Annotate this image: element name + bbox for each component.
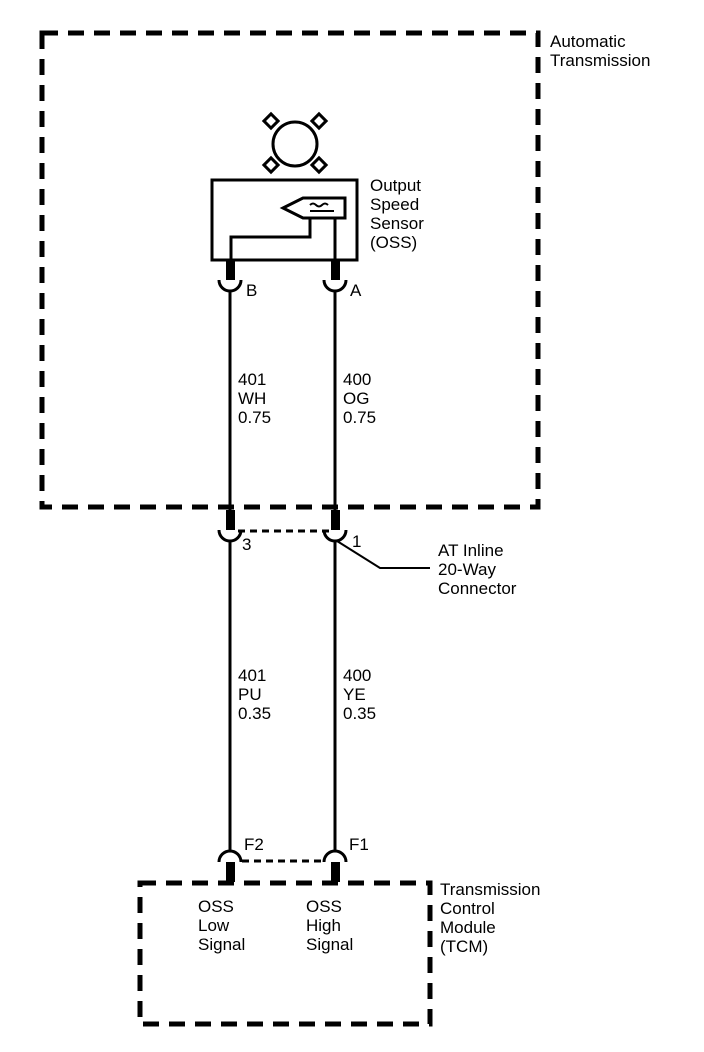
sensor-element-icon xyxy=(229,196,347,260)
inline-cup-3 xyxy=(217,529,243,543)
tcm-high-signal-2: High xyxy=(306,916,341,935)
automatic-transmission-label-1: Automatic xyxy=(550,32,626,51)
inline-connector-label-3: Connector xyxy=(438,579,517,598)
tcm-high-signal-3: Signal xyxy=(306,935,353,954)
tcm-cup-f1 xyxy=(322,849,348,863)
tcm-pin-f2-label: F2 xyxy=(244,835,264,854)
oss-label-3: Sensor xyxy=(370,214,424,233)
oss-sensor-box xyxy=(210,178,359,262)
wire-400-upper-color: OG xyxy=(343,389,369,408)
inline-connector-leader xyxy=(336,540,430,569)
automatic-transmission-label-2: Transmission xyxy=(550,51,650,70)
wire-400-upper-circuit: 400 xyxy=(343,370,371,389)
inline-cup-1 xyxy=(322,529,348,543)
inline-connector-label-2: 20-Way xyxy=(438,560,496,579)
wire-400-lower-circuit: 400 xyxy=(343,666,371,685)
tcm-low-signal-2: Low xyxy=(198,916,230,935)
tcm-terminal-f2 xyxy=(226,862,235,882)
tcm-boundary xyxy=(137,880,433,1027)
tcm-pin-f1-label: F1 xyxy=(349,835,369,854)
tcm-low-signal-3: Signal xyxy=(198,935,245,954)
tcm-label-1: Transmission xyxy=(440,880,540,899)
connector-cup-a xyxy=(322,279,348,293)
wire-401-upper-gauge: 0.75 xyxy=(238,408,271,427)
inline-terminal-1 xyxy=(331,510,340,530)
tcm-label-3: Module xyxy=(440,918,496,937)
oss-label-1: Output xyxy=(370,176,421,195)
inline-pin-1-label: 1 xyxy=(352,532,361,551)
oss-label-4: (OSS) xyxy=(370,233,417,252)
inline-connector-label-1: AT Inline xyxy=(438,541,504,560)
wire-401-lower-color: PU xyxy=(238,685,262,704)
wire-401-lower-circuit: 401 xyxy=(238,666,266,685)
tcm-terminal-f1 xyxy=(331,862,340,882)
inline-terminal-3 xyxy=(226,510,235,530)
pin-b-label: B xyxy=(246,281,257,300)
wire-400-upper-gauge: 0.75 xyxy=(343,408,376,427)
wire-400-lower-color: YE xyxy=(343,685,366,704)
wire-401-upper-circuit: 401 xyxy=(238,370,266,389)
connector-cup-b xyxy=(217,279,243,293)
inline-pin-3-label: 3 xyxy=(242,535,251,554)
pin-a-label: A xyxy=(350,281,362,300)
tcm-label-4: (TCM) xyxy=(440,937,488,956)
wire-400-lower-gauge: 0.35 xyxy=(343,704,376,723)
sensor-gear-icon xyxy=(261,111,329,175)
sensor-terminal-a xyxy=(331,260,340,280)
oss-label-2: Speed xyxy=(370,195,419,214)
tcm-high-signal-1: OSS xyxy=(306,897,342,916)
tcm-cup-f2 xyxy=(217,849,243,863)
sensor-terminal-b xyxy=(226,260,235,280)
tcm-low-signal-1: OSS xyxy=(198,897,234,916)
automatic-transmission-boundary xyxy=(39,30,541,510)
tcm-label-2: Control xyxy=(440,899,495,918)
wire-401-lower-gauge: 0.35 xyxy=(238,704,271,723)
wire-401-upper-color: WH xyxy=(238,389,266,408)
